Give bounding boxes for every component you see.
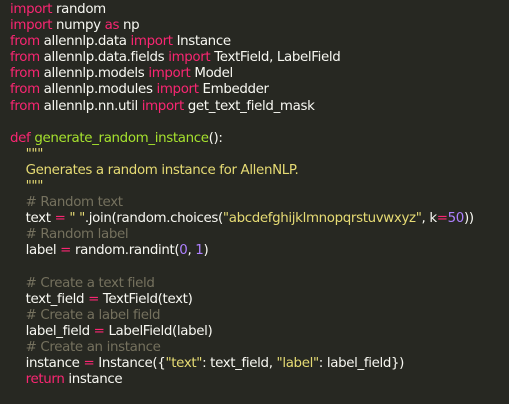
code-token-keyword: import [168, 50, 211, 66]
code-token-plain: allennlp.nn.util [39, 98, 142, 114]
code-line[interactable]: import numpy as np [10, 18, 509, 34]
code-token-plain: random.randint( [71, 243, 180, 259]
code-token-plain: allennlp.modules [39, 82, 157, 98]
code-line[interactable]: from allennlp.nn.util import get_text_fi… [10, 99, 509, 115]
code-token-keyword: from [10, 66, 40, 82]
code-line[interactable]: text_field = TextField(text) [10, 292, 509, 308]
code-token-keyword: from [10, 34, 40, 50]
code-line[interactable]: """ [10, 179, 509, 195]
code-token-plain [10, 372, 26, 387]
code-token-plain: LabelField(label) [104, 323, 213, 339]
code-token-keyword: import [141, 98, 184, 114]
code-token-number: 1 [195, 243, 204, 259]
code-token-plain: TextField(text) [98, 291, 193, 307]
code-token-comment: # Create an instance [10, 339, 161, 355]
code-token-number: 50 [447, 211, 465, 227]
code-line[interactable]: return instance [10, 372, 509, 388]
code-token-keyword: as [104, 18, 120, 34]
code-token-plain: np [119, 18, 140, 34]
code-token-function: generate_random_instance [34, 130, 209, 146]
code-line[interactable]: import random [10, 2, 509, 18]
code-token-plain: ) [203, 243, 209, 259]
code-line[interactable]: label = random.randint(0, 1) [10, 243, 509, 259]
code-token-keyword: = [93, 323, 105, 339]
code-token-plain: (): [208, 130, 223, 146]
code-token-plain: , k [421, 211, 438, 227]
code-token-string: Generates a random instance for AllenNLP… [10, 162, 299, 178]
code-line[interactable]: from allennlp.modules import Embedder [10, 82, 509, 98]
code-token-keyword: import [156, 82, 199, 98]
code-token-plain: .join(random.choices( [84, 211, 223, 227]
code-token-plain: random [52, 2, 106, 17]
code-line[interactable]: # Random text [10, 195, 509, 211]
code-token-plain: instance [64, 372, 123, 388]
code-token-plain: Model [190, 66, 233, 82]
code-token-comment: # Random label [10, 227, 129, 243]
code-token-plain: get_text_field_mask [183, 98, 315, 114]
code-line[interactable]: def generate_random_instance(): [10, 131, 509, 147]
code-token-keyword: from [10, 50, 40, 66]
code-line[interactable]: Generates a random instance for AllenNLP… [10, 163, 509, 179]
code-token-string: "text" [165, 356, 203, 372]
code-token-plain: instance [10, 356, 84, 372]
code-token-plain: allennlp.models [39, 66, 149, 82]
code-line[interactable]: """ [10, 147, 509, 163]
code-token-number: 0 [179, 243, 188, 259]
code-line[interactable]: instance = Instance({"text": text_field,… [10, 356, 509, 372]
code-token-keyword: import [130, 34, 173, 50]
code-token-keyword: = [436, 211, 448, 227]
code-token-keyword: return [25, 372, 65, 388]
code-token-plain: Instance({ [94, 356, 166, 372]
code-token-plain: TextField, LabelField [210, 50, 341, 66]
code-line[interactable]: from allennlp.data import Instance [10, 34, 509, 50]
code-line[interactable]: from allennlp.data.fields import TextFie… [10, 50, 509, 66]
code-token-plain: , [187, 243, 196, 259]
code-token-keyword: = [88, 291, 99, 307]
code-token-string: """ [10, 179, 44, 195]
code-line[interactable]: # Create an instance [10, 340, 509, 356]
code-token-plain: Embedder [198, 82, 270, 98]
code-line[interactable]: from allennlp.models import Model [10, 66, 509, 82]
code-line[interactable]: # Create a label field [10, 308, 509, 324]
code-token-comment: # Create a label field [10, 307, 161, 323]
code-token-plain: allennlp.data [39, 34, 131, 50]
code-token-plain: Instance [172, 34, 232, 50]
code-token-plain: text [10, 211, 55, 227]
code-token-keyword: = [83, 356, 95, 372]
code-token-keyword: = [60, 243, 72, 259]
code-token-plain: )) [463, 211, 474, 227]
code-token-keyword: from [10, 82, 40, 98]
code-line[interactable]: ​ [10, 115, 509, 131]
code-token-keyword: import [148, 66, 191, 82]
code-line[interactable]: ​ [10, 260, 509, 276]
code-token-comment: # Random text [10, 195, 123, 211]
code-token-string: " " [69, 211, 85, 227]
code-token-keyword: import [10, 18, 53, 34]
code-token-string: "abcdefghijklmnopqrstuvwxyz" [222, 211, 422, 227]
code-token-plain: text_field [10, 291, 89, 307]
code-token-keyword: from [10, 98, 40, 114]
code-token-keyword: import [10, 2, 53, 17]
code-token-string: """ [10, 146, 44, 162]
code-line[interactable]: text = " ".join(random.choices("abcdefgh… [10, 211, 509, 227]
code-token-keyword: = [54, 211, 66, 227]
code-line[interactable]: # Create a text field [10, 276, 509, 292]
code-token-plain: : label_field}) [318, 356, 405, 372]
code-token-plain: numpy [52, 18, 105, 34]
code-line[interactable]: label_field = LabelField(label) [10, 324, 509, 340]
code-token-plain: : text_field, [202, 356, 277, 372]
code-token-string: "label" [276, 356, 320, 372]
code-line[interactable]: # Random label [10, 227, 509, 243]
code-token-comment: # Create a text field [10, 275, 155, 291]
code-token-plain: allennlp.data.fields [39, 50, 169, 66]
code-token-plain: label [10, 243, 61, 259]
code-token-keyword: def [10, 130, 31, 146]
code-token-plain: label_field [10, 323, 94, 339]
